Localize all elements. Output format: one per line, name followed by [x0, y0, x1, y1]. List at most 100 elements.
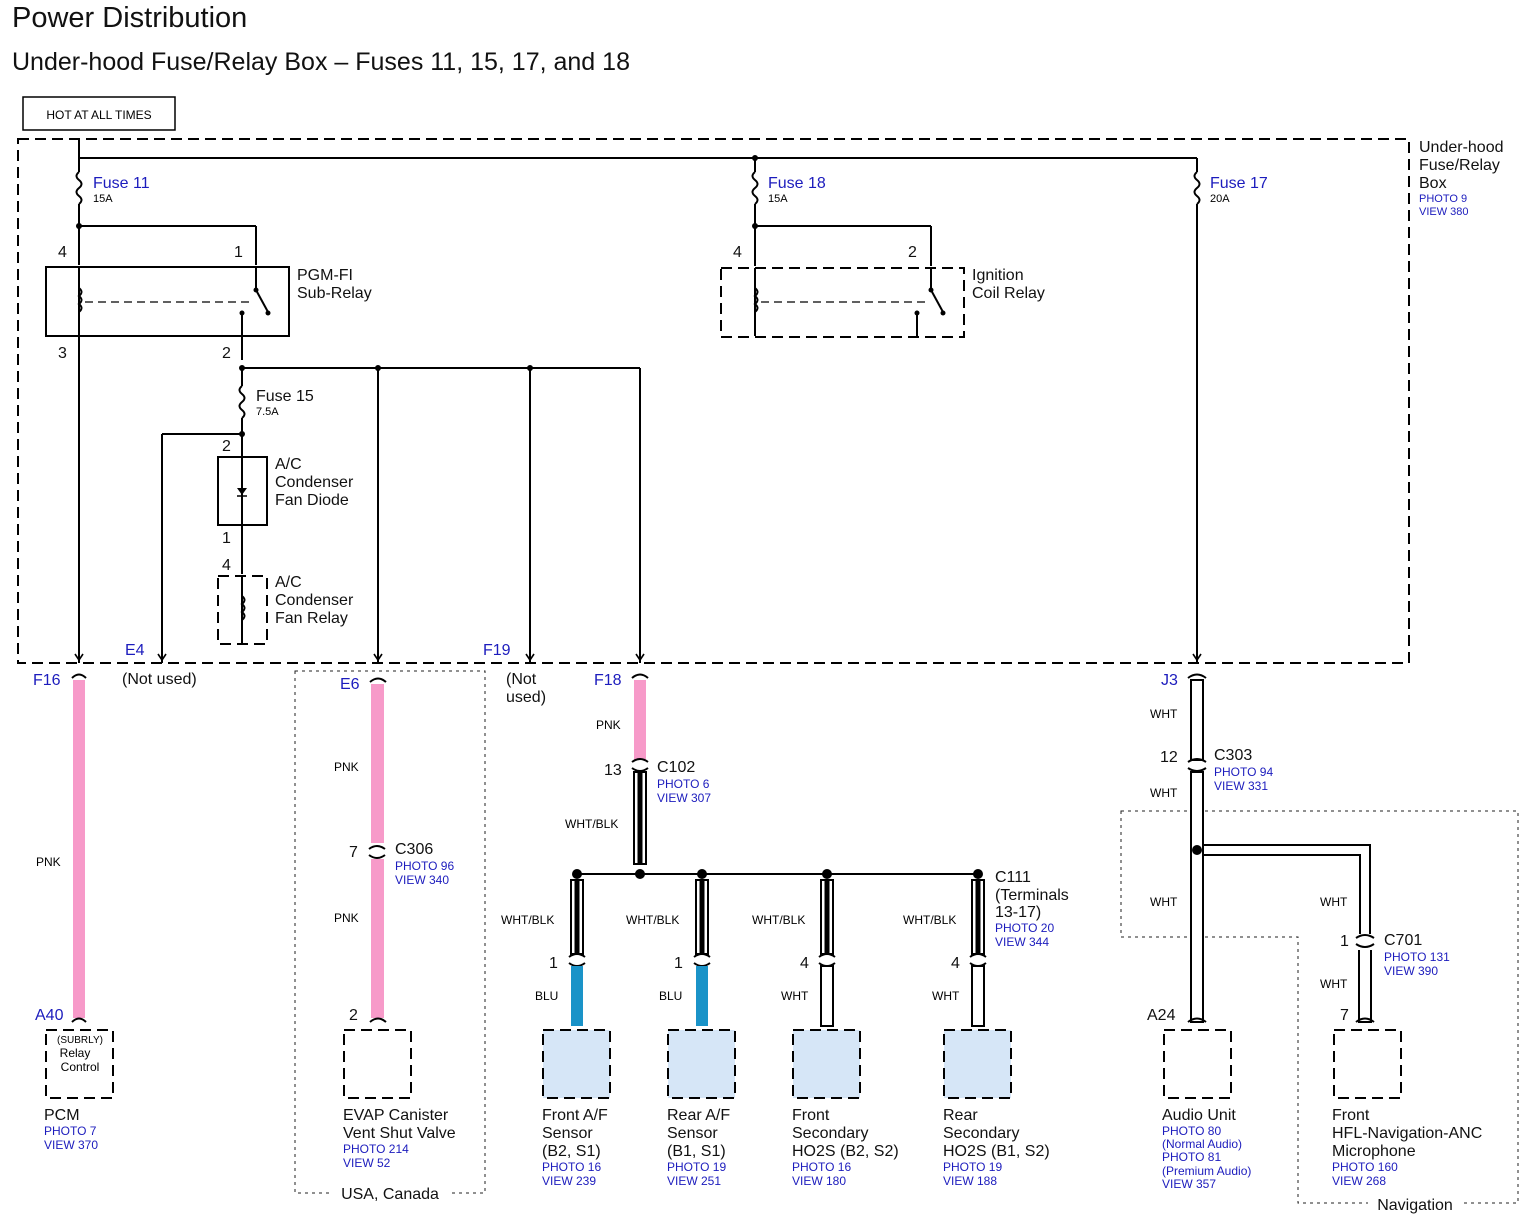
front-af-view: VIEW 239: [542, 1174, 596, 1188]
ignition-coil-relay: [720, 267, 965, 338]
front-ho2s-name-3: HO2S (B2, S2): [792, 1143, 899, 1160]
f19-not-used-2: used): [506, 689, 546, 706]
diode-label-line3: Fan Diode: [275, 492, 349, 509]
rear-ho2s-wht: WHT: [932, 989, 960, 1003]
terminal-f16: F16: [33, 672, 61, 689]
front-ho2s-name-2: Secondary: [792, 1125, 869, 1142]
pcm-inner-3: Control: [61, 1060, 100, 1074]
rear-ho2s-splice: [973, 869, 983, 879]
rear-af-name-1: Rear A/F: [667, 1107, 730, 1124]
audio-unit-name: Audio Unit: [1162, 1107, 1236, 1124]
rear-ho2s-wire-color: WHT/BLK: [903, 913, 956, 927]
rear-af-name-2: Sensor: [667, 1125, 718, 1142]
front-ho2s-splice: [822, 869, 832, 879]
fuse-15-label: Fuse 15: [256, 388, 314, 405]
front-af-splice: [572, 869, 582, 879]
front-ho2s-box: [792, 1029, 861, 1099]
fuse-18-rating: 15A: [768, 193, 788, 205]
mic-wire-color-1: WHT: [1320, 895, 1348, 909]
front-ho2s-view: VIEW 180: [792, 1174, 846, 1188]
fuse-11-label: Fuse 11: [93, 175, 150, 192]
mic-view: VIEW 268: [1332, 1174, 1386, 1188]
pcm-wire-color: PNK: [36, 855, 61, 869]
rear-ho2s-name-2: Secondary: [943, 1125, 1020, 1142]
c701-view: VIEW 390: [1384, 964, 1438, 978]
terminal-e6: E6: [340, 676, 360, 693]
page-title: Power Distribution: [12, 2, 248, 34]
c303-pin: 12: [1160, 749, 1178, 766]
front-ho2s-photo: PHOTO 16: [792, 1160, 851, 1174]
hot-at-all-times-box: [22, 96, 176, 131]
front-ho2s-name-1: Front: [792, 1107, 830, 1124]
rear-ho2s-view: VIEW 188: [943, 1174, 997, 1188]
front-af-name-3: (B2, S1): [542, 1143, 601, 1160]
front-ho2s-wht-wire: [820, 965, 834, 1027]
rear-af-pin: 1: [674, 955, 683, 972]
c701-photo: PHOTO 131: [1384, 950, 1450, 964]
front-af-name-1: Front A/F: [542, 1107, 608, 1124]
rear-ho2s-box: [943, 1029, 1012, 1099]
f18-wire-color: PNK: [596, 718, 621, 732]
pgmfi-pin-4: 4: [58, 244, 67, 261]
rear-ho2s-pin: 4: [951, 955, 960, 972]
rear-ho2s-name-1: Rear: [943, 1107, 978, 1124]
pcm-inner-2: Relay: [60, 1046, 91, 1060]
evap-pin: 2: [349, 1007, 358, 1024]
mic-name-1: Front: [1332, 1107, 1370, 1124]
pgmfi-sub-relay: [45, 266, 290, 337]
pcm-name: PCM: [44, 1107, 80, 1124]
evap-wire-color-1: PNK: [334, 760, 359, 774]
c701-label: C701: [1384, 932, 1422, 949]
c102-pin: 13: [604, 762, 622, 779]
front-ho2s-pin: 4: [800, 955, 809, 972]
hot-at-all-times-label: HOT AT ALL TIMES: [46, 108, 151, 122]
front-ho2s-wire-color: WHT/BLK: [752, 913, 805, 927]
pgmfi-label-line2: Sub-Relay: [297, 285, 372, 302]
audio-unit-box: [1163, 1029, 1232, 1099]
c303-label: C303: [1214, 747, 1252, 764]
rear-af-blu: BLU: [659, 989, 682, 1003]
fuse-17-label: Fuse 17: [1210, 175, 1268, 192]
fuse-15-symbol: [238, 385, 246, 419]
j3-wht-wire: [1190, 679, 1204, 761]
mic-name-2: HFL-Navigation-ANC: [1332, 1125, 1482, 1142]
pgmfi-pin-1: 1: [234, 244, 243, 261]
box-photo-ref: PHOTO 9: [1419, 193, 1467, 205]
mic-wire-color-2: WHT: [1320, 977, 1348, 991]
terminal-j3: J3: [1161, 672, 1178, 689]
terminal-e4: E4: [125, 642, 145, 659]
c701-pin: 1: [1340, 933, 1349, 950]
c111-view: VIEW 344: [995, 935, 1049, 949]
rear-af-view: VIEW 251: [667, 1174, 721, 1188]
ign-label-line2: Coil Relay: [972, 285, 1045, 302]
front-af-name-2: Sensor: [542, 1125, 593, 1142]
navigation-region: [1120, 810, 1519, 1204]
box-label-line2: Fuse/Relay: [1419, 157, 1500, 174]
navigation-label: Navigation: [1377, 1197, 1453, 1214]
mic-wht-wire: [1358, 939, 1372, 1023]
pcm-pnk-wire: [73, 680, 85, 1018]
c102-wire-color: WHT/BLK: [565, 817, 618, 831]
fuse-11-symbol: [75, 171, 83, 205]
audio-wht-wire: [1190, 771, 1204, 1023]
terminal-a40: A40: [35, 1007, 64, 1024]
diode-pin-1: 1: [222, 530, 231, 547]
usa-canada-label: USA, Canada: [341, 1186, 439, 1203]
box-label-line1: Under-hood: [1419, 139, 1504, 156]
box-view-ref: VIEW 380: [1419, 206, 1469, 218]
c306-pin: 7: [349, 844, 358, 861]
c306-photo: PHOTO 96: [395, 859, 454, 873]
front-ho2s-wht: WHT: [781, 989, 809, 1003]
evap-photo: PHOTO 214: [343, 1142, 409, 1156]
rear-af-splice: [697, 869, 707, 879]
ign-label-line1: Ignition: [972, 267, 1024, 284]
f19-not-used-1: (Not: [506, 671, 537, 688]
pgmfi-coil: [77, 287, 83, 313]
audio-note-1: (Normal Audio): [1162, 1137, 1242, 1151]
fuse-17-symbol: [1193, 171, 1201, 205]
pcm-photo: PHOTO 7: [44, 1124, 97, 1138]
rear-af-wire-color: WHT/BLK: [626, 913, 679, 927]
fuse-17-rating: 20A: [1210, 193, 1230, 205]
fuse-11-rating: 15A: [93, 193, 113, 205]
